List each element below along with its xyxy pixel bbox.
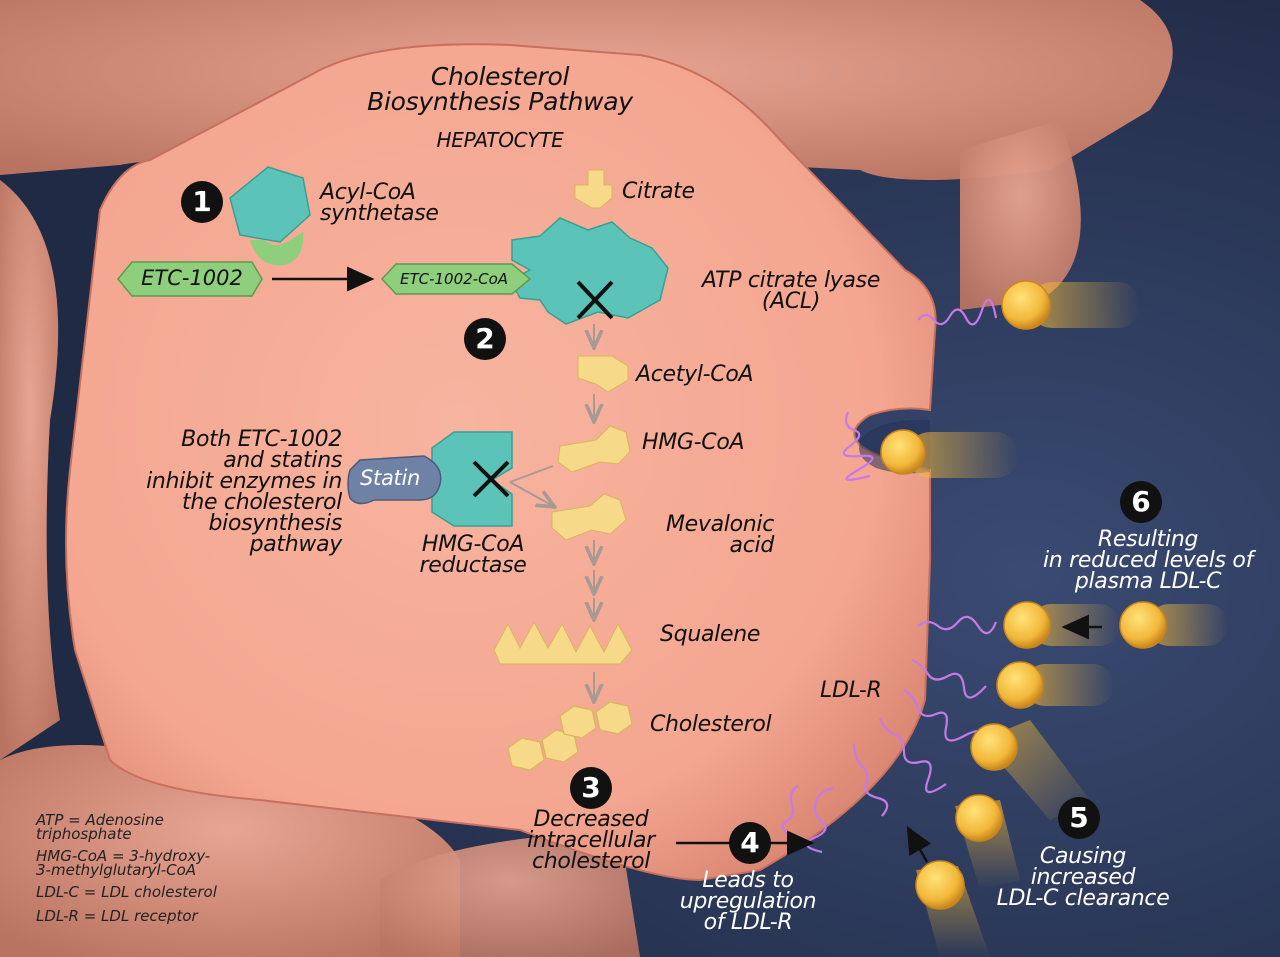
acyl-coa-synthetase-label: Acyl-CoA synthetase <box>320 180 439 226</box>
hmgr-line-1: HMG-CoA <box>421 532 525 557</box>
acetyl-coa-label: Acetyl-CoA <box>636 362 754 387</box>
title-line-2: Biosynthesis Pathway <box>367 87 633 116</box>
squalene-shape <box>493 620 633 665</box>
both-line-2: and statins <box>223 448 342 473</box>
legend-ldlc-line: LDL-C = LDL cholesterol <box>36 883 217 901</box>
ldl-particle-icon <box>996 661 1044 709</box>
diagram-title: Cholesterol Biosynthesis Pathway <box>330 64 670 114</box>
acyl-line-1: Acyl-CoA <box>320 180 416 205</box>
hmg-coa-reductase-shape <box>431 431 513 527</box>
step-1-badge: 1 <box>181 181 223 223</box>
legend-item-ldlr: LDL-R = LDL receptor <box>36 907 217 925</box>
both-line-4: the cholesterol <box>182 490 342 515</box>
causing-clearance-note: Causing increased LDL-C clearance <box>980 844 1186 911</box>
resulting-reduced-note: Resulting in reduced levels of plasma LD… <box>1030 527 1266 594</box>
mevalonic-line-1: Mevalonic <box>665 512 774 537</box>
acl-line-2: (ACL) <box>761 289 821 314</box>
legend-atp-line-1: ATP = Adenosine <box>36 811 164 829</box>
statin-label: Statin <box>360 466 421 490</box>
hmg-coa-reductase-label: HMG-CoA reductase <box>398 532 548 578</box>
resulting-line-3: plasma LDL-C <box>1074 569 1222 594</box>
decreased-line-2: intracellular <box>527 828 655 853</box>
citrate-shape <box>574 169 613 209</box>
step-3-badge: 3 <box>570 767 612 809</box>
neighbor-cell-left <box>0 180 60 760</box>
mevalonic-acid-shape <box>551 493 627 541</box>
hmg-coa-label: HMG-CoA <box>642 430 745 455</box>
ldl-particle-icon <box>970 723 1018 771</box>
statin-shape <box>347 455 442 505</box>
step-4-badge: 4 <box>729 822 771 864</box>
pathway-arrows <box>509 324 594 700</box>
legend-item-hmg: HMG-CoA = 3-hydroxy- 3-methylglutaryl-Co… <box>36 847 217 879</box>
ldl-receptors <box>781 298 998 854</box>
legend-atp-line-2: triphosphate <box>36 825 132 843</box>
legend-item-ldlc: LDL-C = LDL cholesterol <box>36 883 217 901</box>
acyl-line-2: synthetase <box>320 201 439 226</box>
cell-type-label: HEPATOCYTE <box>436 128 564 152</box>
step-2-badge: 2 <box>464 318 506 360</box>
acetyl-coa-shape <box>577 355 629 393</box>
ldl-particles <box>880 280 1167 910</box>
causing-line-1: Causing <box>1039 844 1127 869</box>
hmgr-line-2: reductase <box>419 553 527 578</box>
acyl-coa-synthetase-shape <box>229 166 311 243</box>
ldl-particle-icon <box>880 429 926 475</box>
resulting-line-1: Resulting <box>1097 527 1199 552</box>
causing-line-2: increased <box>1030 865 1136 890</box>
decreased-cholesterol-note: Decreased intracellular cholesterol <box>506 807 676 874</box>
etc-1002-label: ETC-1002 <box>141 266 243 290</box>
both-line-3: inhibit enzymes in <box>146 469 342 494</box>
ldl-particle-icon <box>955 794 1003 842</box>
acl-line-1: ATP citrate lyase <box>701 268 881 293</box>
causing-line-3: LDL-C clearance <box>996 886 1170 911</box>
neighbor-cell-right <box>960 120 1081 310</box>
cholesterol-rings-shape <box>507 701 633 771</box>
ldl-particle-icon <box>915 860 965 910</box>
decreased-line-1: Decreased <box>533 807 649 832</box>
abbreviation-legend: ATP = Adenosine triphosphate HMG-CoA = 3… <box>36 811 217 925</box>
resulting-line-2: in reduced levels of <box>1042 548 1254 573</box>
step-5-badge: 5 <box>1058 797 1100 839</box>
hmg-coa-shape <box>557 425 631 473</box>
ldl-particle-icon <box>1003 601 1051 649</box>
legend-ldlr-line: LDL-R = LDL receptor <box>36 907 198 925</box>
hmgr-inhibition-x-icon <box>472 460 510 498</box>
decreased-line-3: cholesterol <box>531 849 651 874</box>
ldl-r-label: LDL-R <box>820 678 882 703</box>
squalene-label: Squalene <box>660 622 761 647</box>
title-line-1: Cholesterol <box>430 62 570 91</box>
etc-1002-coa-label: ETC-1002-CoA <box>399 270 509 288</box>
leads-line-3: of LDL-R <box>703 910 793 935</box>
etc-1002-tag-shape <box>117 261 263 297</box>
acyl-coa-synthetase-pocket <box>250 232 304 266</box>
step-6-badge: 6 <box>1120 481 1162 523</box>
ldl-particle-icon <box>1001 280 1051 330</box>
leads-line-2: upregulation <box>679 889 817 914</box>
atp-citrate-lyase-label: ATP citrate lyase (ACL) <box>680 268 902 314</box>
etc-1002-coa-tag-shape <box>380 263 532 295</box>
legend-item-atp: ATP = Adenosine triphosphate <box>36 811 217 843</box>
leads-line-1: Leads to <box>702 868 794 893</box>
leads-to-upregulation-note: Leads to upregulation of LDL-R <box>668 868 828 935</box>
mevalonic-acid-label: Mevalonic acid <box>630 512 775 558</box>
mevalonic-line-2: acid <box>729 533 775 558</box>
both-line-5: biosynthesis <box>208 511 342 536</box>
both-line-1: Both ETC-1002 <box>181 427 342 452</box>
ldl-particle-icon <box>1119 601 1167 649</box>
citrate-label: Citrate <box>622 179 695 204</box>
both-line-6: pathway <box>249 532 343 557</box>
cholesterol-label: Cholesterol <box>650 712 772 737</box>
legend-hmg-line-2: 3-methylglutaryl-CoA <box>36 861 197 879</box>
both-inhibit-note: Both ETC-1002 and statins inhibit enzyme… <box>100 427 343 557</box>
legend-hmg-line-1: HMG-CoA = 3-hydroxy- <box>36 847 211 865</box>
neighbor-cell-lower-right <box>380 830 640 957</box>
acl-inhibition-x-icon <box>576 280 614 320</box>
